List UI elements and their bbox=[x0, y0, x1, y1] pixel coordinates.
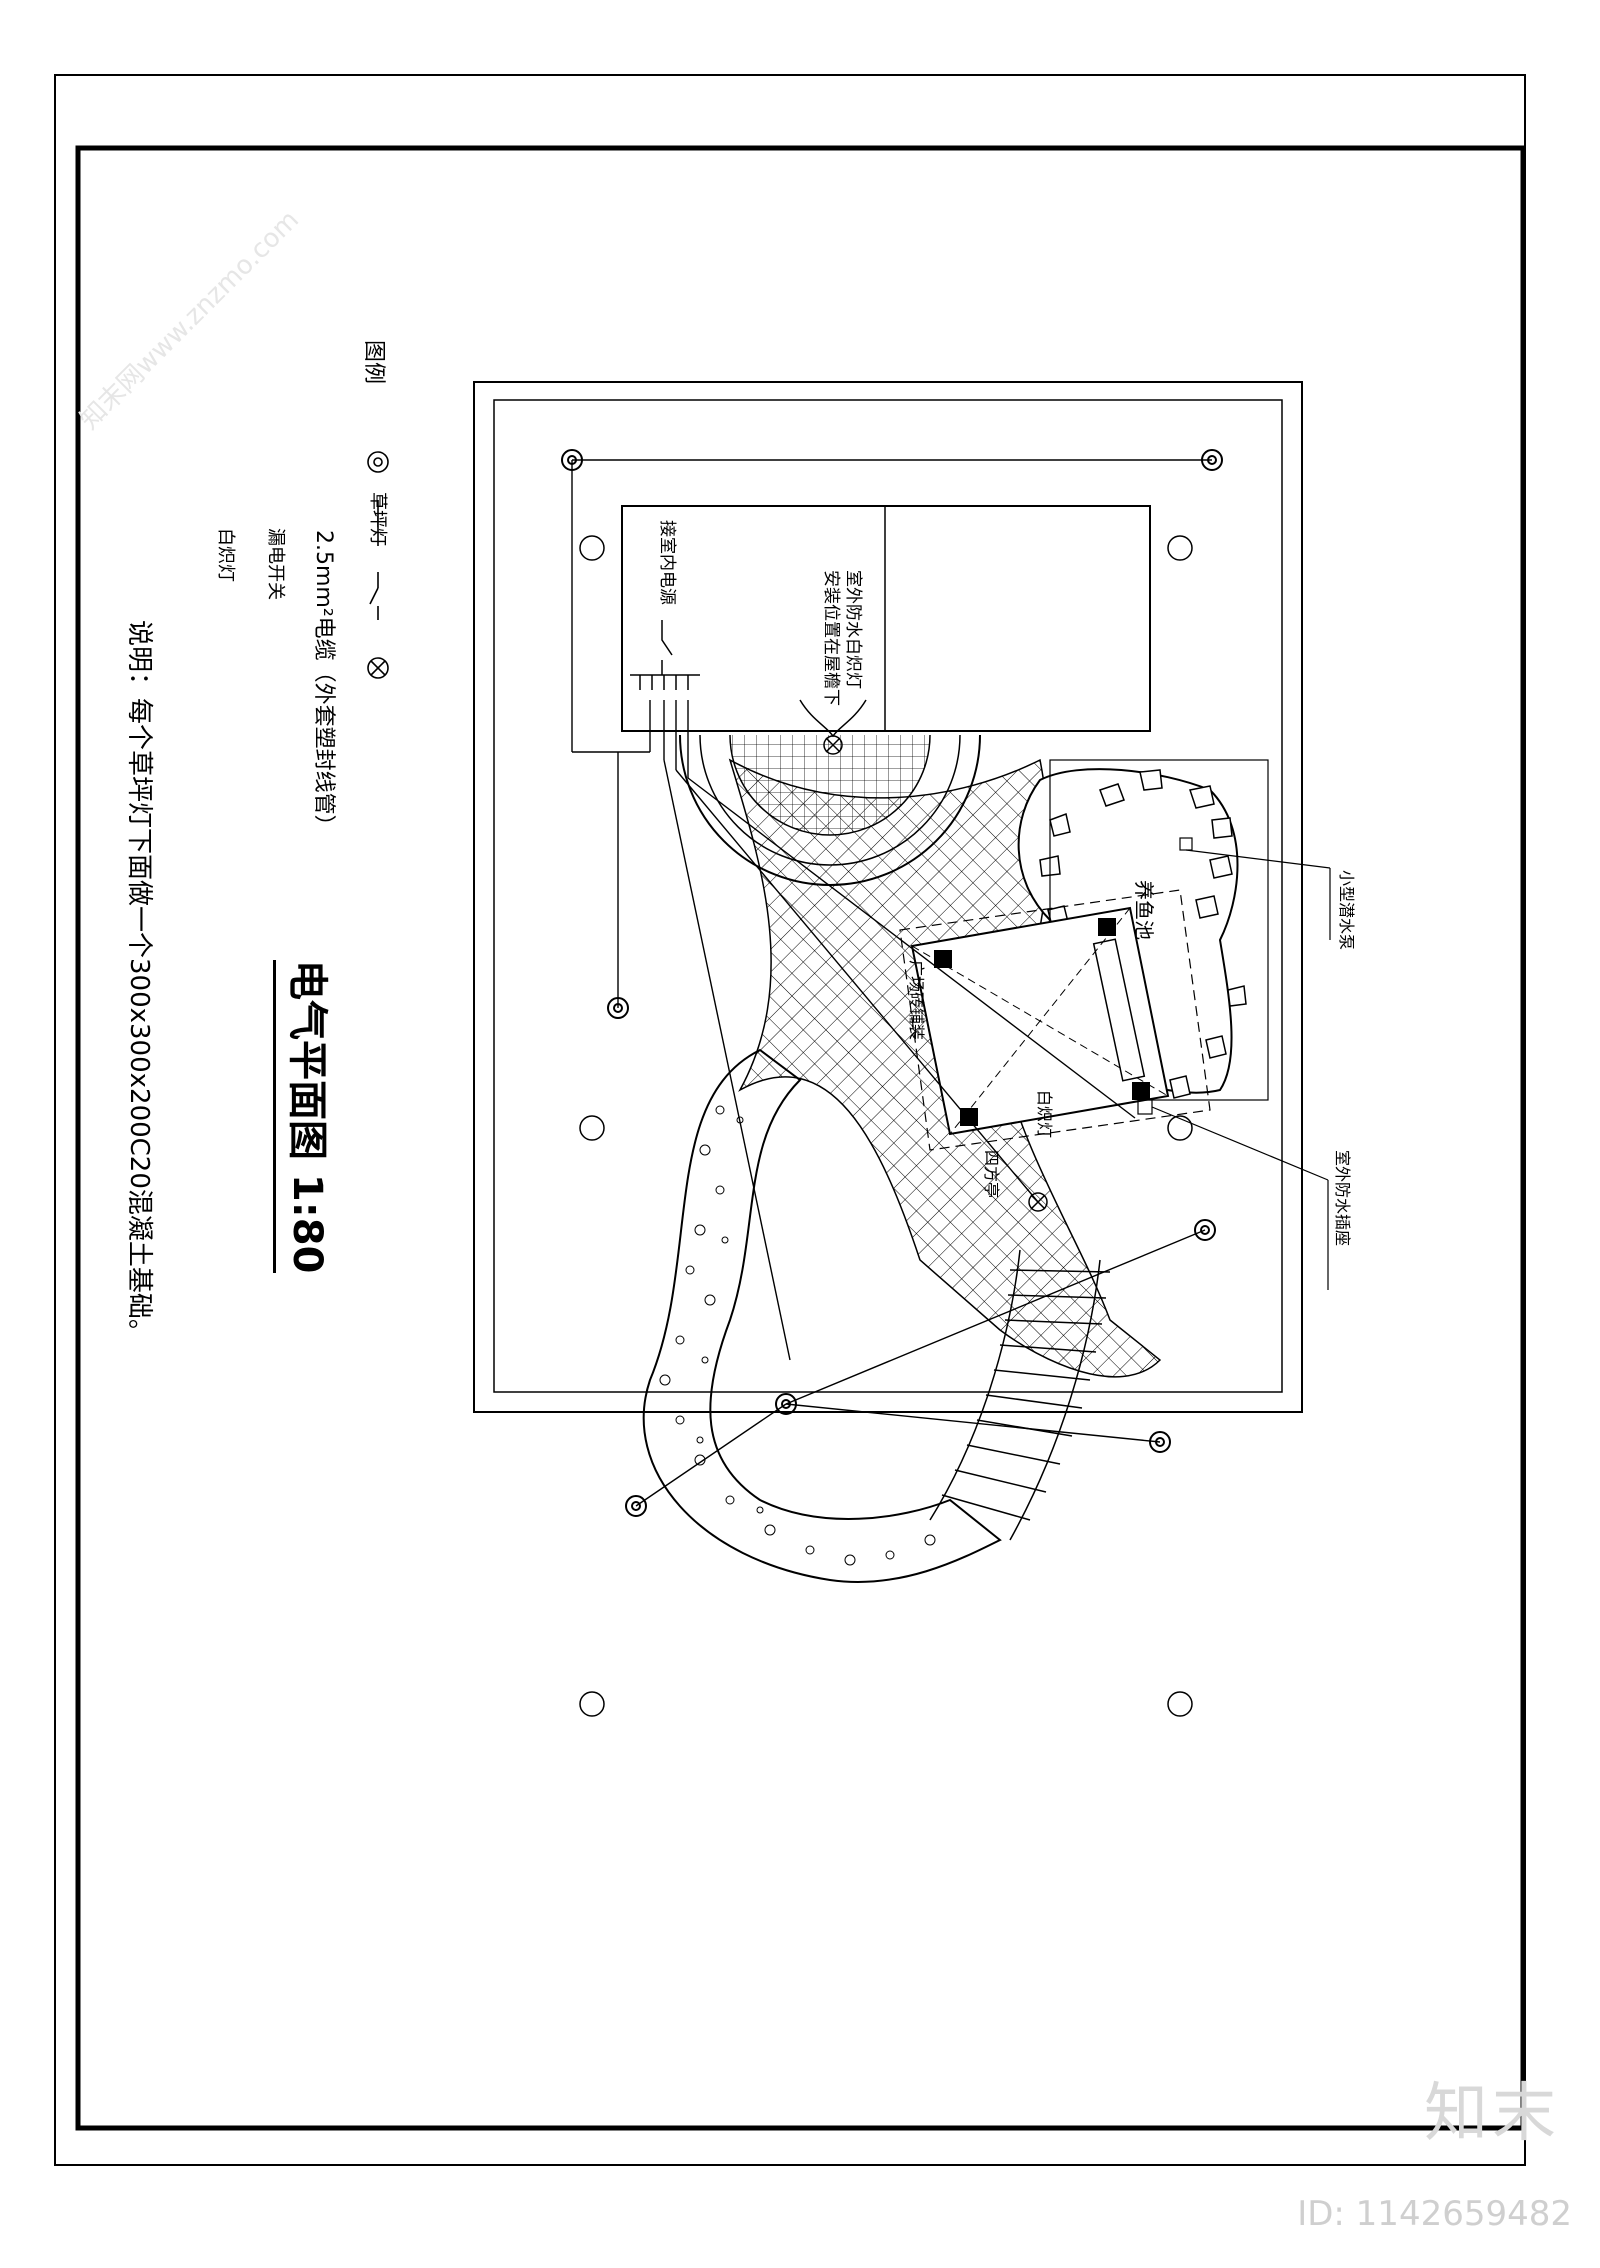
lawn-light-icon bbox=[625, 1495, 647, 1517]
leakage-switch-icons bbox=[630, 620, 700, 690]
lawn-light-icon bbox=[607, 997, 629, 1019]
watermark-id: ID: 1142659482 bbox=[1297, 2194, 1572, 2234]
lawn-light-icon bbox=[1149, 1431, 1171, 1453]
lawn-light-icon bbox=[1194, 1219, 1216, 1241]
lawn-light-icon bbox=[775, 1393, 797, 1415]
downlight-icons bbox=[799, 699, 1048, 1212]
downlight-symbol-icon bbox=[367, 657, 389, 679]
building-outline bbox=[621, 505, 1151, 732]
inner-border bbox=[75, 145, 1526, 2131]
site-outer-boundary bbox=[473, 381, 1303, 1413]
legend-symbols bbox=[367, 451, 389, 679]
legend-label-lawn-light: 草坪灯 bbox=[367, 492, 388, 546]
socket-label: 室外防水插座 bbox=[1333, 1150, 1352, 1247]
drawing-title: 电气平面图 1:80 bbox=[273, 960, 340, 1274]
cable-runs bbox=[571, 459, 1212, 1507]
gravel-stones bbox=[659, 1105, 936, 1566]
wall-light-location-label: 安装位置在屋檐下 bbox=[821, 570, 841, 706]
paving-label: 广场砖铺装 bbox=[907, 960, 926, 1041]
legend-label-downlight: 白炽灯 bbox=[215, 528, 236, 582]
timber-steps bbox=[929, 1249, 1111, 1541]
lawn-light-symbol-icon bbox=[367, 451, 389, 473]
lawn-light-icon bbox=[1201, 449, 1223, 471]
lawn-light-icon bbox=[561, 449, 583, 471]
legend-title: 图例 bbox=[361, 340, 386, 385]
legend-label-cable: 2.5mm²电缆（外套塑封线管） bbox=[311, 530, 336, 837]
gravel-path bbox=[642, 1048, 1002, 1583]
callout-leaders bbox=[1137, 837, 1331, 1290]
fish-pond-label: 养鱼池 bbox=[1132, 880, 1156, 940]
square-pavilion bbox=[899, 889, 1211, 1151]
tree-markers bbox=[579, 535, 1193, 1717]
pump-label: 小型潜水泵 bbox=[1337, 870, 1356, 951]
design-note: 说明：每个草坪灯下面做一个300x300x200C20混凝土基础。 bbox=[124, 620, 154, 1345]
pavilion-label: 四方亭 bbox=[982, 1150, 1001, 1199]
site-inner-boundary bbox=[493, 399, 1283, 1393]
wall-light-label: 室外防水白炽灯 bbox=[843, 570, 863, 689]
lawn-lights bbox=[561, 449, 1223, 1517]
legend-label-switch: 漏电开关 bbox=[265, 528, 286, 600]
indoor-power-label: 接室内电源 bbox=[657, 520, 677, 605]
watermark-brand: 知末 bbox=[1424, 2077, 1560, 2151]
leakage-switch-symbol-icon bbox=[369, 572, 379, 620]
incandescent-label: 白炽灯 bbox=[1035, 1090, 1054, 1139]
